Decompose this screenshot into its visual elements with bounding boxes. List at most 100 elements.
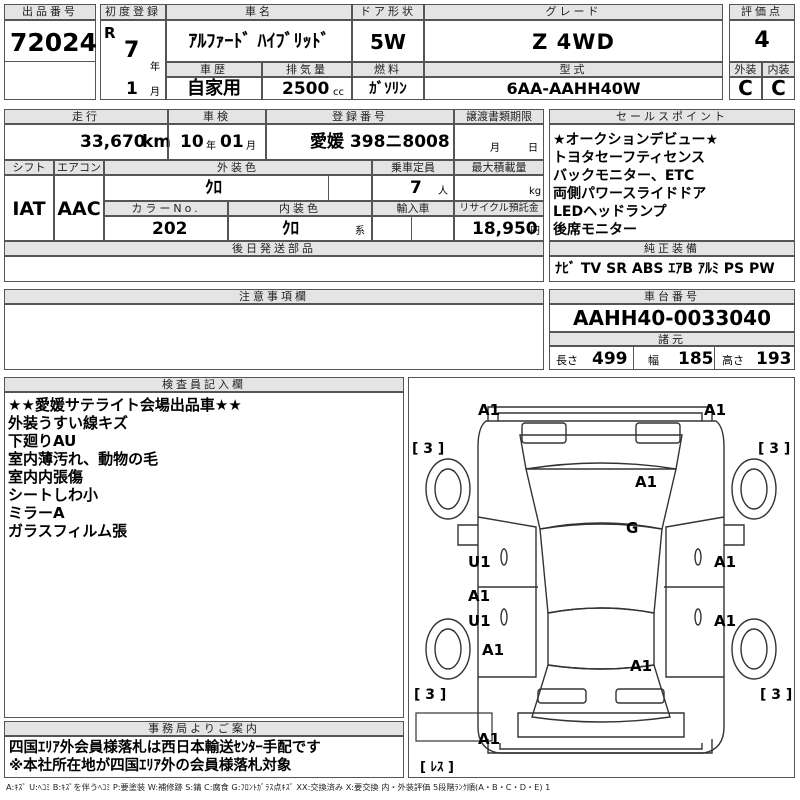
tire-depth: [ 3 ] [412, 441, 444, 457]
grade-value: Z 4WD [532, 30, 615, 54]
sales-point-item: 後席モニター [553, 222, 637, 238]
later-parts-cell [4, 256, 544, 282]
model-cell [424, 77, 723, 100]
interior-grade-value: C [771, 76, 786, 100]
inspection-month: 01 [220, 132, 244, 152]
mileage-label: 走行 [4, 109, 168, 124]
car-damage-diagram: A1 A1 A1 G U1 A1 A1 U1 A1 A1 A1 [ 3 ] [ … [412, 401, 792, 775]
damage-mark: U1 [468, 612, 491, 630]
ext-color-label: 外装色 [104, 160, 372, 175]
recycle-value: 18,950 [472, 219, 538, 239]
recycle-label: リサイクル預託金 [454, 201, 544, 216]
lot-label: 出品番号 [4, 4, 96, 20]
fuel-value: ｶﾞｿﾘﾝ [369, 79, 407, 97]
diagram-box [408, 377, 795, 778]
first-reg-month-unit: 月 [150, 87, 160, 98]
displacement-value: 2500 [282, 79, 330, 99]
car-outline [425, 406, 777, 754]
color-no-cell [104, 216, 228, 241]
ext-color-sub-cell [328, 175, 372, 201]
width-value: 185 [678, 349, 714, 369]
equipment-value: ﾅﾋﾞ TV SR ABS ｴｱB ｱﾙﾐ PS PW [555, 261, 775, 277]
shift-value: IAT [12, 198, 46, 220]
damage-mark: A1 [635, 473, 657, 491]
displacement-unit: cc [333, 87, 344, 98]
score-value: 4 [754, 28, 770, 53]
exterior-grade-cell [729, 77, 762, 100]
inspector-item: 室内薄汚れ、動物の毛 [8, 450, 159, 468]
mileage-value: 33,670 [80, 132, 146, 152]
score-label: 評価点 [729, 4, 795, 20]
import-label: 輸入車 [372, 201, 454, 216]
equipment-cell [549, 256, 795, 282]
tire-depth: [ 3 ] [760, 687, 792, 703]
color-no-value: 202 [152, 219, 188, 239]
length-label: 長さ [556, 354, 578, 367]
first-reg-year-unit: 年 [150, 62, 160, 73]
ac-label: エアコン [54, 160, 104, 175]
chassis-label: 車台番号 [549, 289, 795, 304]
inspector-item: 下廻りAU [8, 432, 77, 450]
chassis-cell [549, 304, 795, 332]
first-reg-label: 初度登録 [100, 4, 166, 20]
damage-mark: A1 [714, 553, 736, 571]
inspector-item: 外装うすい線キズ [8, 414, 129, 432]
interior-grade-cell [762, 77, 795, 100]
inspector-box [4, 392, 404, 718]
mileage-cell [4, 124, 168, 160]
inspection-label: 車検 [168, 109, 266, 124]
transfer-label: 譲渡書類期限 [454, 109, 544, 124]
inspector-item: ミラーA [8, 504, 65, 522]
shift-label: シフト [4, 160, 54, 175]
sales-point-item: ★オークションデビュー★ [553, 132, 719, 148]
car-name-value: ｱﾙﾌｧｰﾄﾞ ﾊｲﾌﾞﾘｯﾄﾞ [188, 31, 330, 52]
inspector-item: ガラスフィルム張 [8, 522, 128, 540]
interior-grade-label: 内装 [762, 62, 795, 77]
lot-lower-cell [4, 61, 96, 100]
color-no-label: カラーNo. [104, 201, 228, 216]
damage-mark: A1 [630, 657, 652, 675]
transfer-cell [454, 124, 544, 160]
grade-label: グレード [424, 4, 723, 20]
width-label: 幅 [648, 354, 659, 367]
damage-mark: A1 [468, 587, 490, 605]
grade-cell [424, 20, 723, 62]
capacity-cell [372, 175, 454, 201]
shift-cell [4, 175, 54, 241]
damage-mark: A1 [478, 401, 500, 419]
spare-tire-value: [ ﾚｽ ] [420, 760, 454, 775]
displacement-cell [262, 77, 352, 100]
office-line: 四国ｴﾘｱ外会員様落札は西日本輸送ｾﾝﾀｰ手配です [9, 740, 321, 756]
inspector-list: ★★愛媛サテライト会場出品車★★ 外装うすい線キズ 下廻りAU 室内薄汚れ、動物… [8, 396, 242, 540]
ac-cell [54, 175, 104, 241]
car-name-label: 車名 [166, 4, 352, 20]
int-color-label: 内装色 [228, 201, 372, 216]
max-load-unit: kg [529, 186, 542, 197]
spare-tire-box [415, 712, 493, 742]
model-value: 6AA-AAHH40W [506, 79, 641, 98]
office-label: 事務局よりご案内 [4, 721, 404, 736]
height-label: 高さ [722, 354, 744, 367]
inspector-label: 検査員記入欄 [4, 377, 404, 392]
capacity-label: 乗車定員 [372, 160, 454, 175]
exterior-grade-value: C [738, 76, 753, 100]
sales-point-item: LEDヘッドランプ [553, 204, 667, 220]
transfer-month-unit: 月 [490, 143, 500, 154]
history-label: 車歴 [166, 62, 262, 77]
door-value: 5W [370, 30, 406, 54]
damage-mark: A1 [482, 641, 504, 659]
door-cell [352, 20, 424, 62]
specs-label: 諸元 [549, 332, 795, 346]
int-color-cell [228, 216, 372, 241]
tire-depth: [ 3 ] [758, 441, 790, 457]
notes-label: 注意事項欄 [4, 289, 544, 304]
inspection-cell [168, 124, 266, 160]
int-color-value: ｸﾛ [282, 219, 299, 239]
history-value: 自家用 [187, 78, 241, 99]
damage-mark: A1 [714, 612, 736, 630]
notes-cell [4, 304, 544, 370]
first-reg-year: 7 [124, 38, 140, 63]
int-color-unit: 系 [355, 226, 365, 237]
inspector-item: 室内内張傷 [8, 468, 84, 486]
office-line: ※本社所在地が四国ｴﾘｱ外の会員様落札対象 [9, 758, 292, 774]
